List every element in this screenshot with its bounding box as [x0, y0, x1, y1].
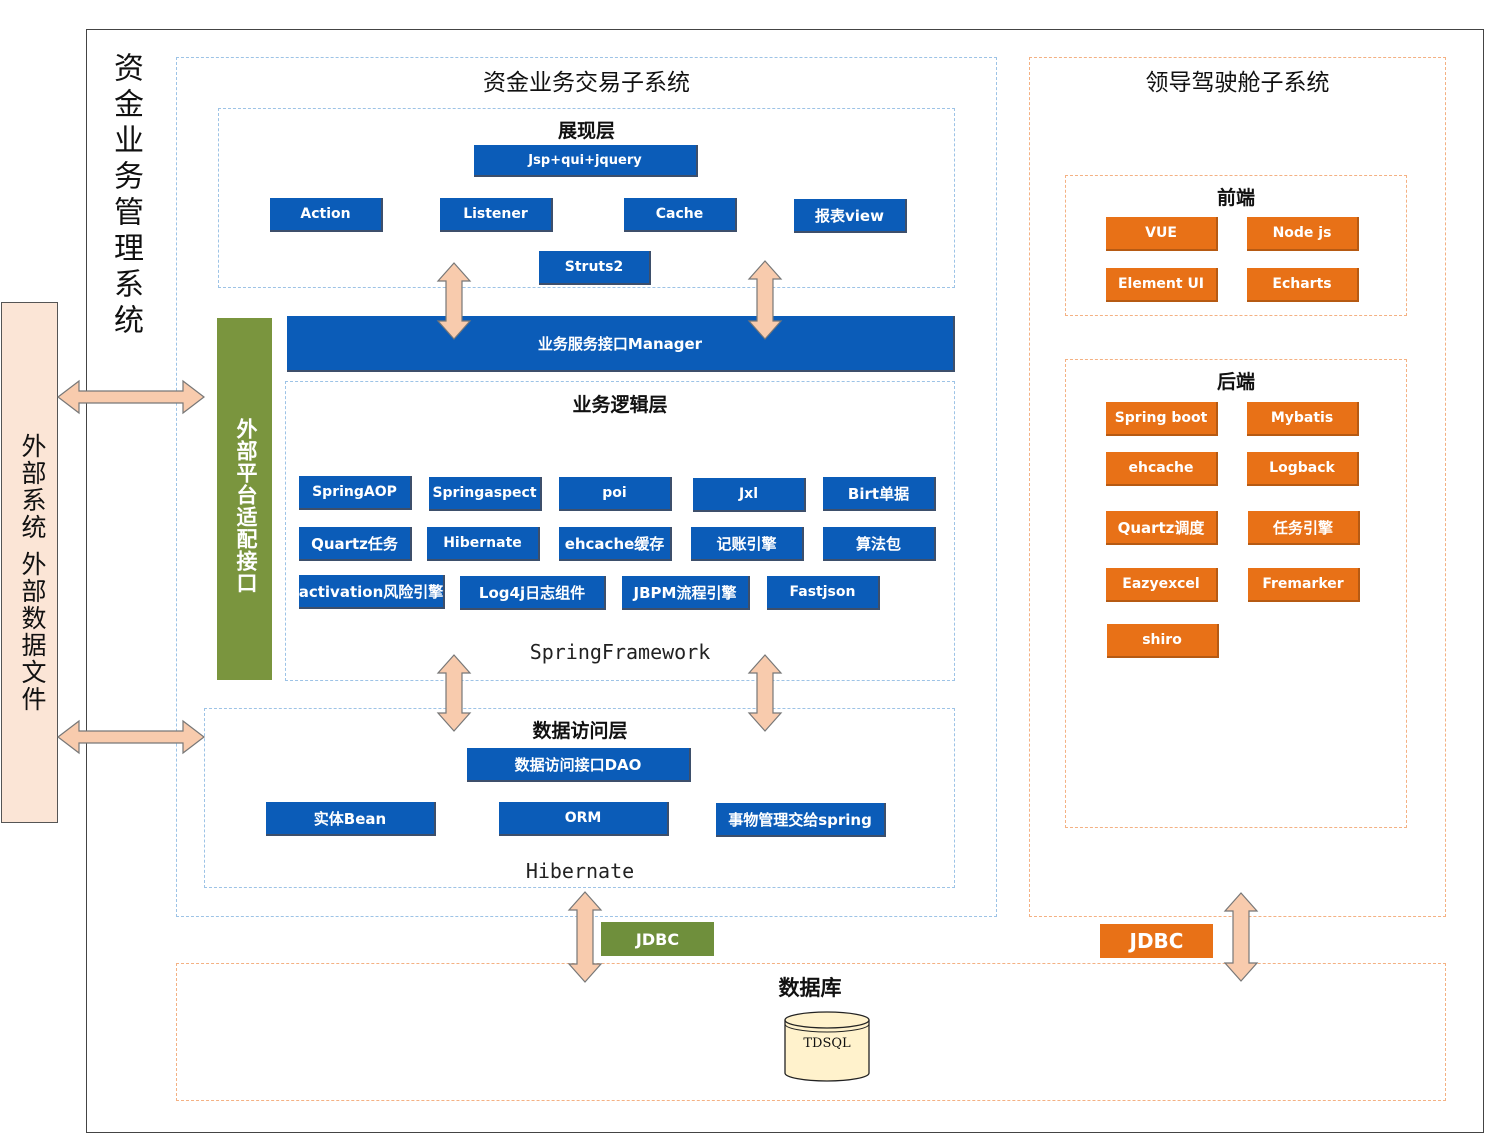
orm-box: ORM — [499, 802, 669, 836]
fastjson-box: Fastjson — [767, 576, 880, 610]
presentation-layer-title: 展现层 — [557, 120, 615, 142]
ehcache-box: ehcache — [1106, 452, 1218, 486]
main-system-frame — [86, 29, 1484, 1133]
jdbc-right-label: JDBC — [1100, 924, 1213, 958]
ehcache-cache-box: ehcache缓存 — [559, 527, 672, 561]
quartz-schedule-box: Quartz调度 — [1106, 511, 1218, 545]
data-layer-title: 数据访问层 — [532, 720, 628, 742]
jxl-box: Jxl — [693, 478, 806, 512]
data-layer-frame — [204, 708, 955, 888]
action-box: Action — [270, 198, 383, 232]
birt-box: Birt单据 — [823, 477, 936, 511]
activation-risk-engine-box: activation风险引擎 — [299, 575, 445, 609]
cockpit-subsystem-title: 领导驾驶舱子系统 — [1145, 70, 1330, 96]
database-title: 数据库 — [778, 976, 842, 1000]
external-systems-box: 外部系统 外部数据文件 — [1, 302, 58, 823]
report-view-box: 报表view — [794, 199, 907, 233]
spring-boot-box: Spring boot — [1106, 402, 1218, 436]
eazyexcel-box: Eazyexcel — [1106, 568, 1218, 602]
shiro-box: shiro — [1107, 624, 1219, 658]
arrow-external-adapter — [57, 379, 205, 415]
database-frame — [176, 963, 1446, 1101]
database-name: TDSQL — [803, 1036, 851, 1051]
arrow-external-data — [57, 719, 205, 755]
algorithm-package-box: 算法包 — [823, 527, 936, 561]
arrow-data-db — [567, 891, 603, 983]
manager-interface-bar: 业务服务接口Manager — [287, 316, 955, 372]
backend-frame — [1065, 359, 1407, 828]
external-systems-label: 外部系统 外部数据文件 — [18, 433, 47, 713]
hibernate-box: Hibernate — [427, 527, 540, 561]
arrow-cockpit-db — [1223, 892, 1259, 982]
log4j-box: Log4j日志组件 — [460, 576, 606, 610]
accounting-engine-box: 记账引擎 — [691, 527, 804, 561]
springaop-box: SpringAOP — [299, 476, 412, 510]
arrow-pres-manager-left — [436, 262, 472, 340]
jbpm-box: JBPM流程引擎 — [622, 576, 750, 610]
task-engine-box: 任务引擎 — [1248, 511, 1360, 545]
database-cylinder — [784, 1011, 870, 1082]
echarts-box: Echarts — [1247, 268, 1359, 302]
external-adapter-label: 外部平台适配接口 — [234, 418, 258, 594]
arrow-logic-data-right — [747, 654, 783, 732]
nodejs-box: Node js — [1247, 217, 1359, 251]
frontend-frame — [1065, 175, 1407, 316]
springaspect-box: Springaspect — [429, 477, 542, 511]
external-adapter-bar: 外部平台适配接口 — [217, 318, 272, 680]
logic-layer-frame — [285, 381, 955, 681]
arrow-logic-data-left — [436, 654, 472, 732]
backend-title: 后端 — [1216, 371, 1255, 393]
trade-subsystem-title: 资金业务交易子系统 — [483, 70, 690, 96]
poi-box: poi — [559, 477, 672, 511]
jsp-box: Jsp+qui+jquery — [474, 145, 698, 177]
mybatis-box: Mybatis — [1247, 402, 1359, 436]
struts2-box: Struts2 — [539, 251, 651, 285]
arrow-pres-manager-right — [747, 260, 783, 340]
logic-layer-title: 业务逻辑层 — [572, 394, 668, 416]
listener-box: Listener — [440, 198, 553, 232]
frontend-title: 前端 — [1216, 187, 1255, 209]
presentation-layer-frame — [218, 108, 955, 288]
hibernate-framework-label: Hibernate — [525, 859, 635, 883]
entity-bean-box: 实体Bean — [266, 802, 436, 836]
jdbc-left-label: JDBC — [601, 922, 714, 956]
fremarker-box: Fremarker — [1248, 568, 1360, 602]
element-ui-box: Element UI — [1106, 268, 1218, 302]
vue-box: VUE — [1106, 217, 1218, 251]
transaction-spring-box: 事物管理交给spring — [716, 803, 886, 837]
logback-box: Logback — [1247, 452, 1359, 486]
quartz-task-box: Quartz任务 — [299, 527, 412, 561]
cache-box: Cache — [624, 198, 737, 232]
main-system-label: 资金业务管理系统 — [108, 52, 143, 340]
spring-framework-label: SpringFramework — [529, 640, 711, 664]
dao-box: 数据访问接口DAO — [467, 748, 691, 782]
